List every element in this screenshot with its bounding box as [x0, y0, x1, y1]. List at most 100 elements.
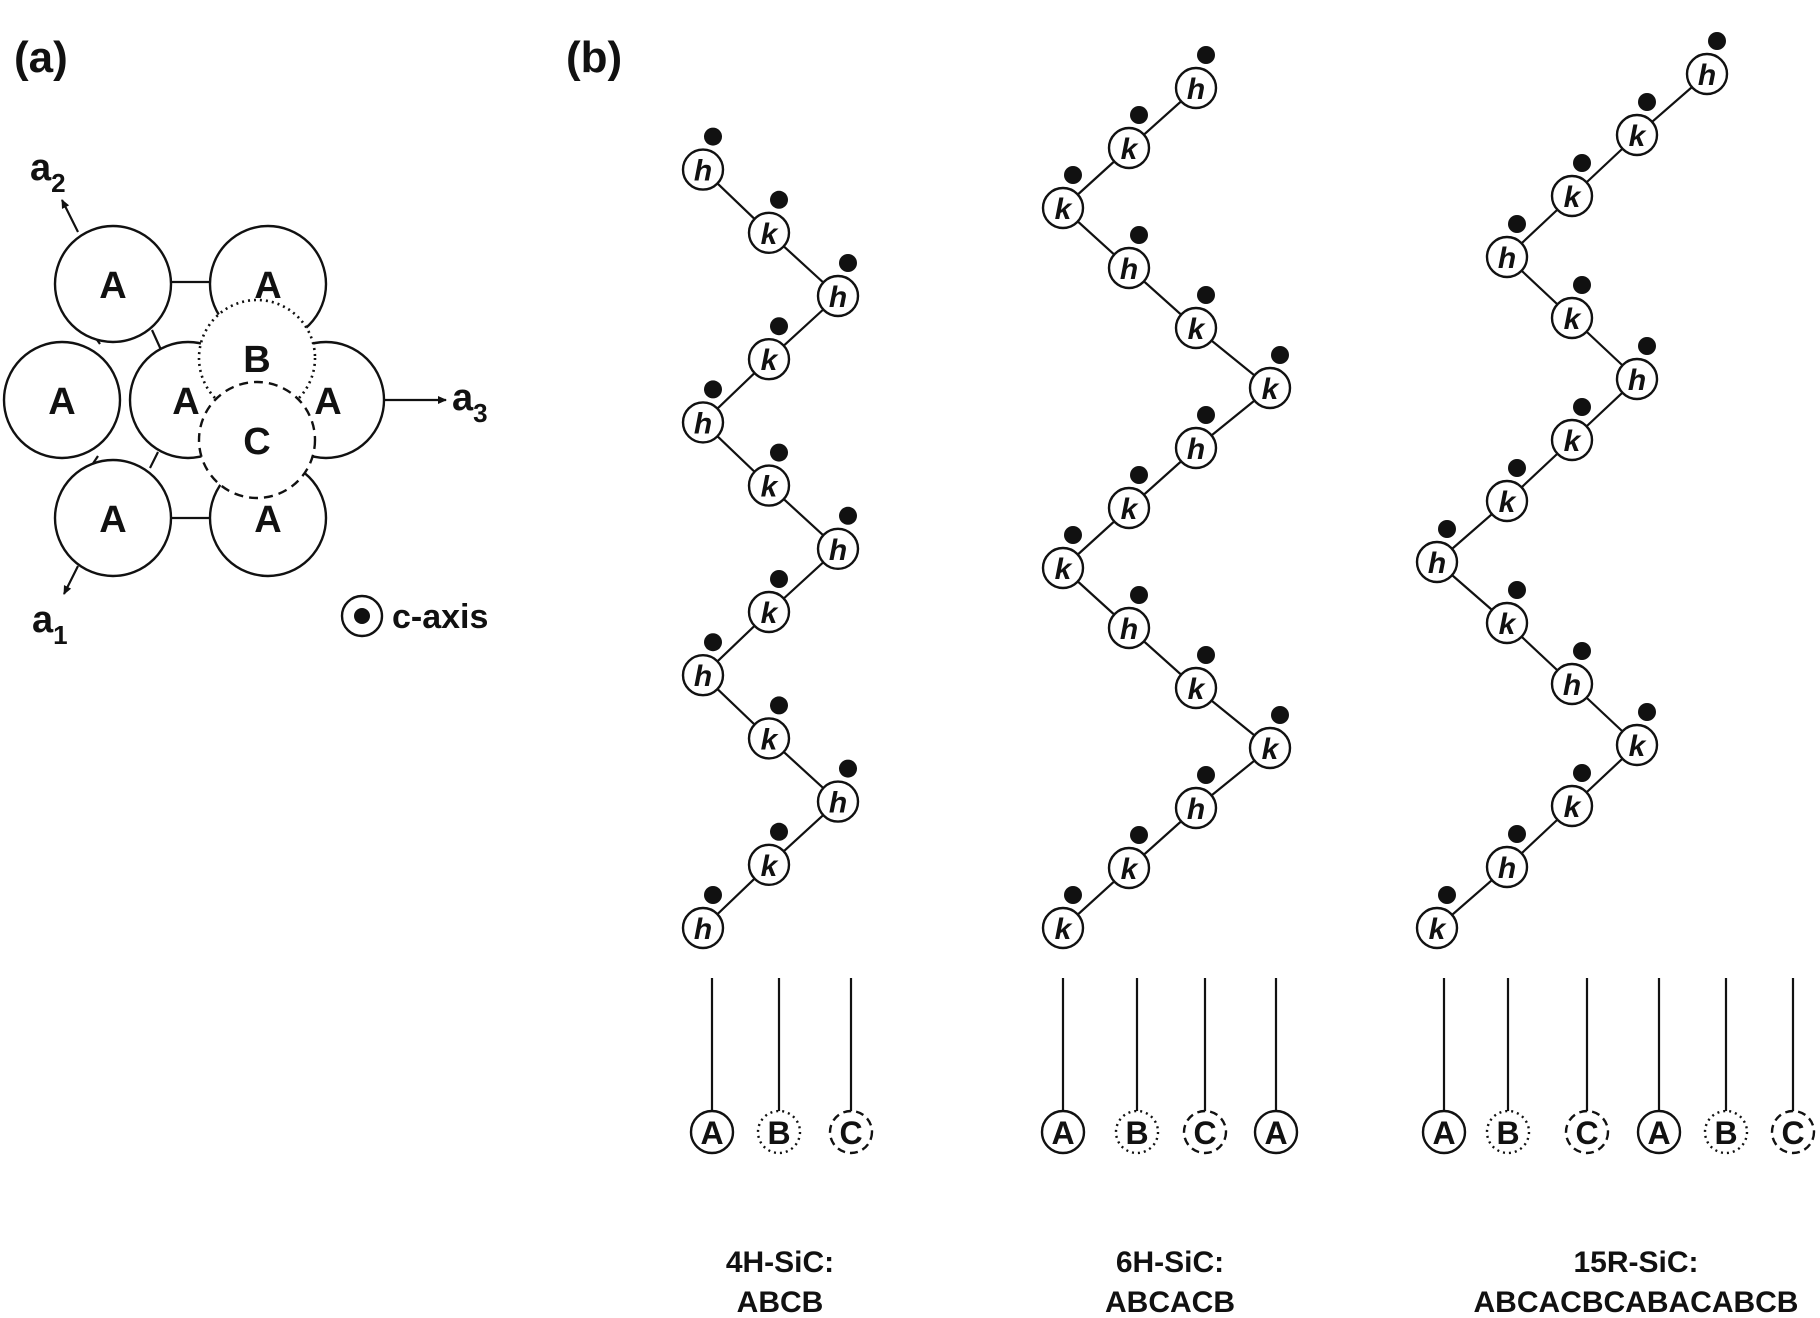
axis-a3-label: a3 [452, 377, 488, 428]
stack-site-label: C [1575, 1115, 1598, 1151]
atom-site [1107, 126, 1151, 170]
cubic-site-label: k [1121, 133, 1139, 166]
polytype-name: 6H-SiC: [1116, 1246, 1224, 1279]
silicon-dot [1708, 32, 1726, 50]
stack-site-c [1182, 1109, 1228, 1155]
cubic-site-label: k [1629, 120, 1647, 153]
silicon-dot [1438, 520, 1456, 538]
cubic-site-label: k [1055, 553, 1073, 586]
atom-site [1174, 666, 1218, 710]
silicon-dot [1271, 346, 1289, 364]
silicon-dot [704, 127, 722, 146]
atom-site [1107, 486, 1151, 530]
atom-site [1550, 296, 1594, 340]
cubic-site-label: k [761, 597, 779, 630]
cubic-site-label: k [1262, 733, 1280, 766]
atom-site [1107, 846, 1151, 890]
stack-site-label: C [1781, 1115, 1804, 1151]
silicon-dot [1638, 93, 1656, 111]
atom-site [747, 717, 791, 760]
svg-text:A: A [314, 381, 341, 423]
sphere-a-left: A [2, 340, 122, 460]
stack-site-label: B [1125, 1115, 1148, 1151]
silicon-dot [770, 570, 788, 588]
cubic-site-label: k [1564, 181, 1582, 214]
a2-axis-arrow [61, 199, 79, 233]
atom-site [1685, 52, 1729, 96]
axis-a2-label: a2 [30, 147, 66, 198]
silicon-dot [1271, 706, 1289, 724]
silicon-dot [1638, 337, 1656, 355]
silicon-dot [1508, 581, 1526, 599]
silicon-dot [1573, 154, 1591, 172]
stack-site-a [1040, 1109, 1086, 1155]
cubic-site-label: k [1262, 373, 1280, 406]
atom-site [1041, 546, 1085, 590]
silicon-dot [1438, 886, 1456, 904]
atom-site [1041, 186, 1085, 230]
hexagonal-site-label: h [694, 913, 712, 946]
stacking-sequence: ABCACBCABACABCB [1474, 1286, 1799, 1318]
hexagonal-site-label: h [1120, 253, 1138, 286]
stack-site-c [828, 1109, 874, 1155]
cubic-site-label: k [1564, 791, 1582, 824]
atom-site [681, 654, 725, 697]
atom-site [1174, 66, 1218, 110]
atom-site [747, 843, 791, 886]
hexagonal-site-label: h [694, 155, 712, 188]
stack-site-b [1703, 1109, 1749, 1155]
hexagonal-site-label: h [1187, 433, 1205, 466]
atom-site [1248, 366, 1292, 410]
hexagonal-site-label: h [694, 407, 712, 440]
silicon-dot [1130, 226, 1148, 244]
cubic-site-label: k [1121, 853, 1139, 886]
stack-site-a [689, 1109, 735, 1155]
stack-site-c [1564, 1109, 1610, 1155]
cubic-site-label: k [1055, 913, 1073, 946]
atom-site [681, 148, 725, 191]
stack-site-label: A [1647, 1115, 1670, 1151]
atom-site [1615, 357, 1659, 401]
silicon-dot [1573, 398, 1591, 416]
stacking-sequence: ABCACB [1105, 1286, 1235, 1318]
atom-site [1550, 662, 1594, 706]
stack-site-label: A [1432, 1115, 1455, 1151]
cubic-site-label: k [761, 723, 779, 756]
stack-site-label: C [1193, 1115, 1216, 1151]
atom-site [1107, 606, 1151, 650]
hexagonal-site-label: h [1563, 669, 1581, 702]
stack-site-label: A [1051, 1115, 1074, 1151]
stack-site-label: C [839, 1115, 862, 1151]
cubic-site-label: k [1121, 493, 1139, 526]
silicon-dot [704, 633, 722, 652]
atom-site [681, 401, 725, 444]
atom-site [747, 338, 791, 381]
atom-site [1485, 845, 1529, 889]
silicon-dot [1508, 215, 1526, 233]
atom-site [1041, 906, 1085, 950]
silicon-dot [1508, 825, 1526, 843]
cubic-site-label: k [1429, 913, 1447, 946]
axis-a1-label: a1 [32, 599, 68, 650]
hexagonal-site-label: h [829, 534, 847, 567]
stack-site-a [1253, 1109, 1299, 1155]
cubic-site-label: k [761, 344, 779, 377]
stack-site-label: B [767, 1115, 790, 1151]
silicon-dot [1197, 406, 1215, 424]
silicon-dot [1064, 886, 1082, 904]
silicon-dot [1130, 826, 1148, 844]
lattice-bond [149, 451, 159, 469]
atom-site [1485, 479, 1529, 523]
cubic-site-label: k [1499, 486, 1517, 519]
silicon-dot [770, 317, 788, 336]
silicon-dot [1130, 466, 1148, 484]
panel-a-label: (a) [14, 33, 68, 82]
silicon-dot [770, 443, 788, 462]
a1-axis-arrow [63, 565, 79, 595]
cubic-site-label: k [1564, 425, 1582, 458]
atom-site [1615, 723, 1659, 767]
atom-site [1248, 726, 1292, 770]
silicon-dot [1197, 646, 1215, 664]
